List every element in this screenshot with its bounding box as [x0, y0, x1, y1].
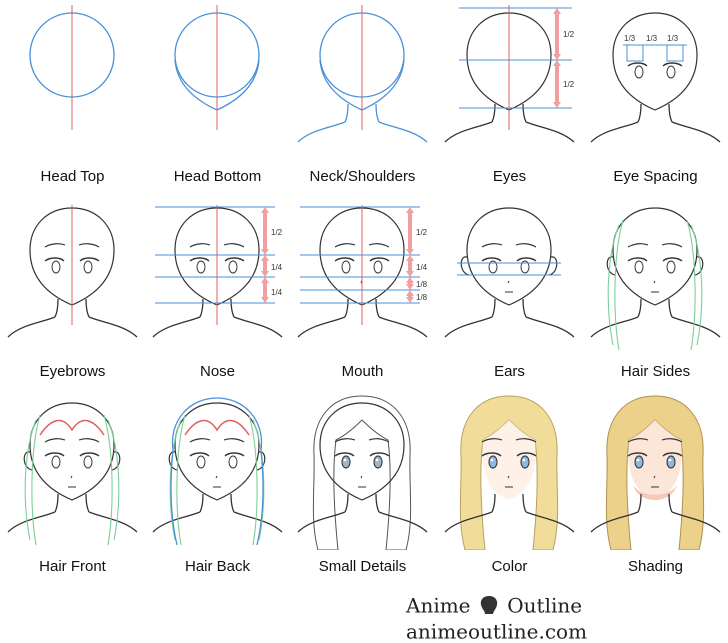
step-illustration [152, 205, 283, 338]
step-ears: Ears [437, 195, 582, 390]
step-mouth: Mouth [290, 195, 435, 390]
step-label: Hair Back [184, 558, 251, 575]
step-label: Nose [199, 363, 236, 380]
measurement-label: 1/4 [271, 288, 283, 297]
step-hair-back: Hair Back [145, 390, 290, 585]
measurement-label: 1/2 [563, 80, 575, 89]
step-hair-front: Hair Front [0, 390, 145, 585]
step-label: Shading [627, 558, 684, 575]
measurement-label: 1/3 [624, 34, 636, 43]
step-illustration [444, 5, 575, 143]
measurement-label: 1/4 [416, 263, 428, 272]
step-label: Color [491, 558, 528, 575]
step-label: Hair Sides [620, 363, 691, 380]
measurement-label: 1/3 [667, 34, 679, 43]
step-head-bottom: Head Bottom [145, 0, 290, 195]
footer: Anime Outline animeoutline.com [406, 592, 716, 643]
step-illustration [152, 397, 283, 546]
brand-name-left: Anime [406, 593, 471, 618]
step-illustration [297, 205, 428, 338]
step-label: Mouth [341, 363, 384, 380]
step-label: Ears [494, 363, 525, 380]
step-label: Eye Spacing [613, 168, 698, 185]
step-hair-sides: Hair Sides [583, 195, 728, 390]
brand-name-right: Outline [507, 593, 583, 618]
website-url: animeoutline.com [406, 619, 588, 643]
step-label: Hair Front [39, 558, 106, 575]
step-eyes: Eyes [437, 0, 582, 195]
step-small-details: Small Details [290, 390, 435, 585]
step-label: Eyes [492, 168, 527, 185]
step-illustration [297, 5, 428, 143]
step-eyebrows: Eyebrows [0, 195, 145, 390]
head-silhouette-icon [480, 595, 498, 614]
measurement-label: 1/4 [271, 263, 283, 272]
step-illustration [590, 207, 721, 351]
measurement-label: 1/2 [563, 30, 575, 39]
step-label: Head Top [40, 168, 105, 185]
step-nose: Nose [145, 195, 290, 390]
step-shading: Shading [583, 390, 728, 585]
step-eye-spacing: Eye Spacing [583, 0, 728, 195]
measurement-label: 1/2 [271, 228, 283, 237]
measurement-label: 1/8 [416, 293, 428, 302]
step-illustration [7, 205, 138, 338]
step-label: Eyebrows [39, 363, 106, 380]
step-label: Head Bottom [173, 168, 262, 185]
step-label: Small Details [318, 558, 407, 575]
step-illustration [7, 402, 138, 546]
step-illustration [590, 395, 721, 550]
step-illustration [444, 207, 575, 338]
step-illustration [29, 5, 115, 130]
step-illustration [297, 395, 428, 550]
step-head-top: Head Top [0, 0, 145, 195]
step-label: Neck/Shoulders [309, 168, 416, 185]
measurement-label: 1/2 [416, 228, 428, 237]
step-color: Color [437, 390, 582, 585]
step-illustration [590, 12, 721, 143]
measurement-label: 1/3 [646, 34, 658, 43]
step-illustration [174, 5, 260, 130]
step-illustration [444, 395, 575, 550]
measurement-label: 1/8 [416, 280, 428, 289]
step-neck-shoulders: Neck/Shoulders [290, 0, 435, 195]
